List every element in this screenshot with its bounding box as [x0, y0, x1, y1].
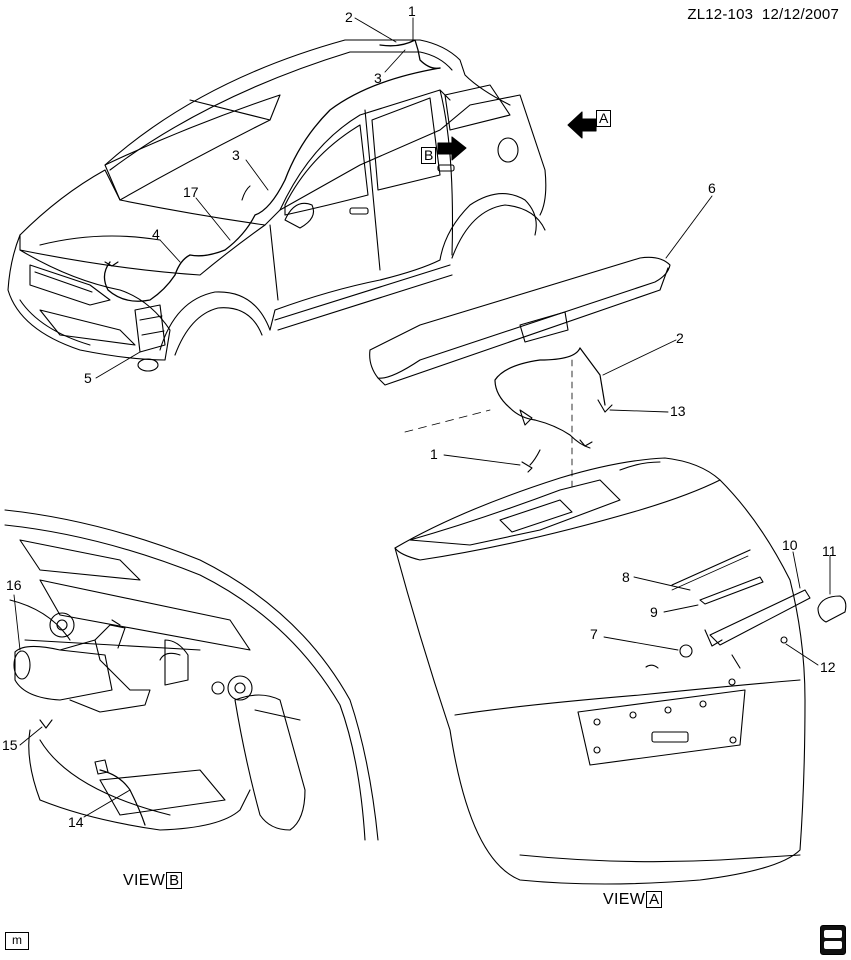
callout-10: 10: [782, 537, 798, 553]
callout-12: 12: [820, 659, 836, 675]
spoiler-illustration: [369, 256, 671, 491]
view-a-box: A: [646, 891, 663, 908]
callout-6: 6: [708, 180, 716, 196]
callout-3-top: 3: [374, 70, 382, 86]
callout-2-spoiler: 2: [676, 330, 684, 346]
leader-lines: [13, 17, 831, 818]
diagram-code: ZL12-103: [687, 6, 754, 23]
callout-1-top: 1: [408, 3, 416, 19]
callout-5: 5: [84, 370, 92, 386]
diagram-header: ZL12-103 12/12/2007: [687, 6, 839, 23]
liftgate-illustration: [394, 457, 847, 885]
callout-8: 8: [622, 569, 630, 585]
view-b-box: B: [166, 872, 183, 889]
callout-14: 14: [68, 814, 84, 830]
diagram-date: 12/12/2007: [761, 6, 839, 23]
view-b-text: VIEW: [123, 872, 166, 889]
wiper-motor-illustration: [4, 509, 379, 841]
callout-7: 7: [590, 626, 598, 642]
callout-11: 11: [822, 543, 837, 559]
callout-16: 16: [6, 577, 22, 593]
callout-9: 9: [650, 604, 658, 620]
callout-13: 13: [670, 403, 686, 419]
callout-1-spoiler: 1: [430, 446, 438, 462]
vehicle-illustration: [7, 39, 547, 372]
view-a-marker: A: [596, 110, 612, 127]
view-b-marker: B: [421, 147, 437, 164]
callout-4: 4: [152, 226, 160, 242]
arrow-a-icon: [567, 111, 597, 139]
arrow-b-icon: [437, 136, 467, 161]
callout-15: 15: [2, 737, 18, 753]
callout-2-top: 2: [345, 9, 353, 25]
view-a-text: VIEW: [603, 891, 646, 908]
gm-spo-logo-icon: [820, 925, 846, 955]
callout-3-side: 3: [232, 147, 240, 163]
m-button[interactable]: m: [5, 932, 29, 950]
callout-17: 17: [183, 184, 199, 200]
